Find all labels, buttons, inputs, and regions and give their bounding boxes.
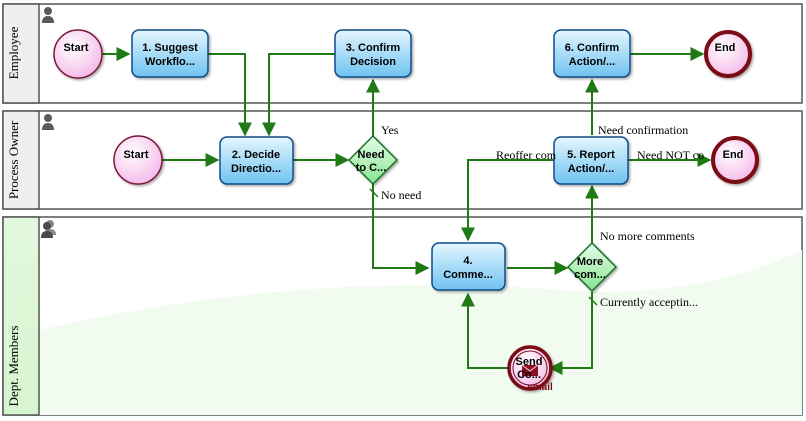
start-label: Start bbox=[63, 42, 88, 54]
task-label-line2: Workflo... bbox=[145, 56, 195, 68]
lane-title-dept-members: Dept. Members bbox=[6, 326, 21, 407]
lane-dept-members: Dept. Members bbox=[2, 216, 803, 416]
edge-label-yes: Yes bbox=[381, 123, 399, 137]
send-label-line2: Co... bbox=[517, 369, 541, 381]
group-icon bbox=[41, 220, 56, 238]
task-label-line1: 5. Report bbox=[567, 149, 615, 161]
end-label: End bbox=[715, 42, 736, 54]
task-label-line1: 3. Confirm bbox=[346, 42, 401, 54]
task-decide-direction[interactable]: 2. Decide Directio... bbox=[219, 136, 294, 185]
edge-label-currently-accepting: Currently acceptin... bbox=[600, 295, 698, 309]
lane-title-process-owner: Process Owner bbox=[6, 120, 21, 199]
edge-labels: Yes No need Reoffer com Need confirmatio… bbox=[381, 123, 704, 309]
task-label-line1: 6. Confirm bbox=[565, 42, 620, 54]
start-event-process-owner[interactable]: Start bbox=[113, 135, 163, 185]
send-label-line1: Send bbox=[516, 356, 543, 368]
send-type-label: email bbox=[527, 382, 553, 393]
person-icon bbox=[42, 114, 54, 130]
edge-label-need-not: Need NOT co bbox=[637, 148, 704, 162]
end-label: End bbox=[723, 149, 744, 161]
task-label-line1: 4. bbox=[463, 255, 472, 267]
end-event-process-owner[interactable]: End bbox=[711, 136, 759, 184]
task-label-line2: Decision bbox=[350, 56, 396, 68]
task-label-line2: Directio... bbox=[231, 163, 281, 175]
edge-label-no-more-comments: No more comments bbox=[600, 229, 695, 243]
task-confirm-decision[interactable]: 3. Confirm Decision bbox=[334, 29, 412, 78]
task-label-line2: Action/... bbox=[568, 163, 614, 175]
gateway-label-line1: More bbox=[577, 256, 603, 268]
send-comment-event[interactable]: Send Co... email bbox=[507, 345, 553, 393]
task-comment[interactable]: 4. Comme... bbox=[431, 242, 506, 291]
gateway-label-line1: Need bbox=[358, 149, 385, 161]
gateway-label-line2: to C... bbox=[356, 162, 387, 174]
gateway-label-line2: com... bbox=[574, 269, 606, 281]
edge-label-no-need: No need bbox=[381, 188, 421, 202]
task-label-line1: 2. Decide bbox=[232, 149, 280, 161]
envelope-icon bbox=[521, 364, 539, 376]
gateway-need-to-confirm[interactable]: Need to C... bbox=[347, 134, 399, 186]
task-confirm-action[interactable]: 6. Confirm Action/... bbox=[553, 29, 631, 78]
start-event-employee[interactable]: Start bbox=[53, 29, 103, 79]
task-label-line2: Comme... bbox=[443, 269, 493, 281]
edge-label-need-confirmation: Need confirmation bbox=[598, 123, 688, 137]
task-report-action[interactable]: 5. Report Action/... bbox=[553, 136, 629, 185]
task-label-line1: 1. Suggest bbox=[142, 42, 198, 54]
task-label-line2: Action/... bbox=[569, 56, 615, 68]
person-icon bbox=[42, 7, 54, 23]
gateway-more-comments[interactable]: More com... bbox=[566, 241, 618, 293]
task-suggest-workflow[interactable]: 1. Suggest Workflo... bbox=[131, 29, 209, 78]
end-event-employee[interactable]: End bbox=[704, 30, 752, 78]
start-label: Start bbox=[123, 149, 148, 161]
edge-label-reoffer: Reoffer com bbox=[496, 148, 557, 162]
lane-title-employee: Employee bbox=[6, 26, 21, 79]
sequence-flows bbox=[102, 47, 712, 375]
